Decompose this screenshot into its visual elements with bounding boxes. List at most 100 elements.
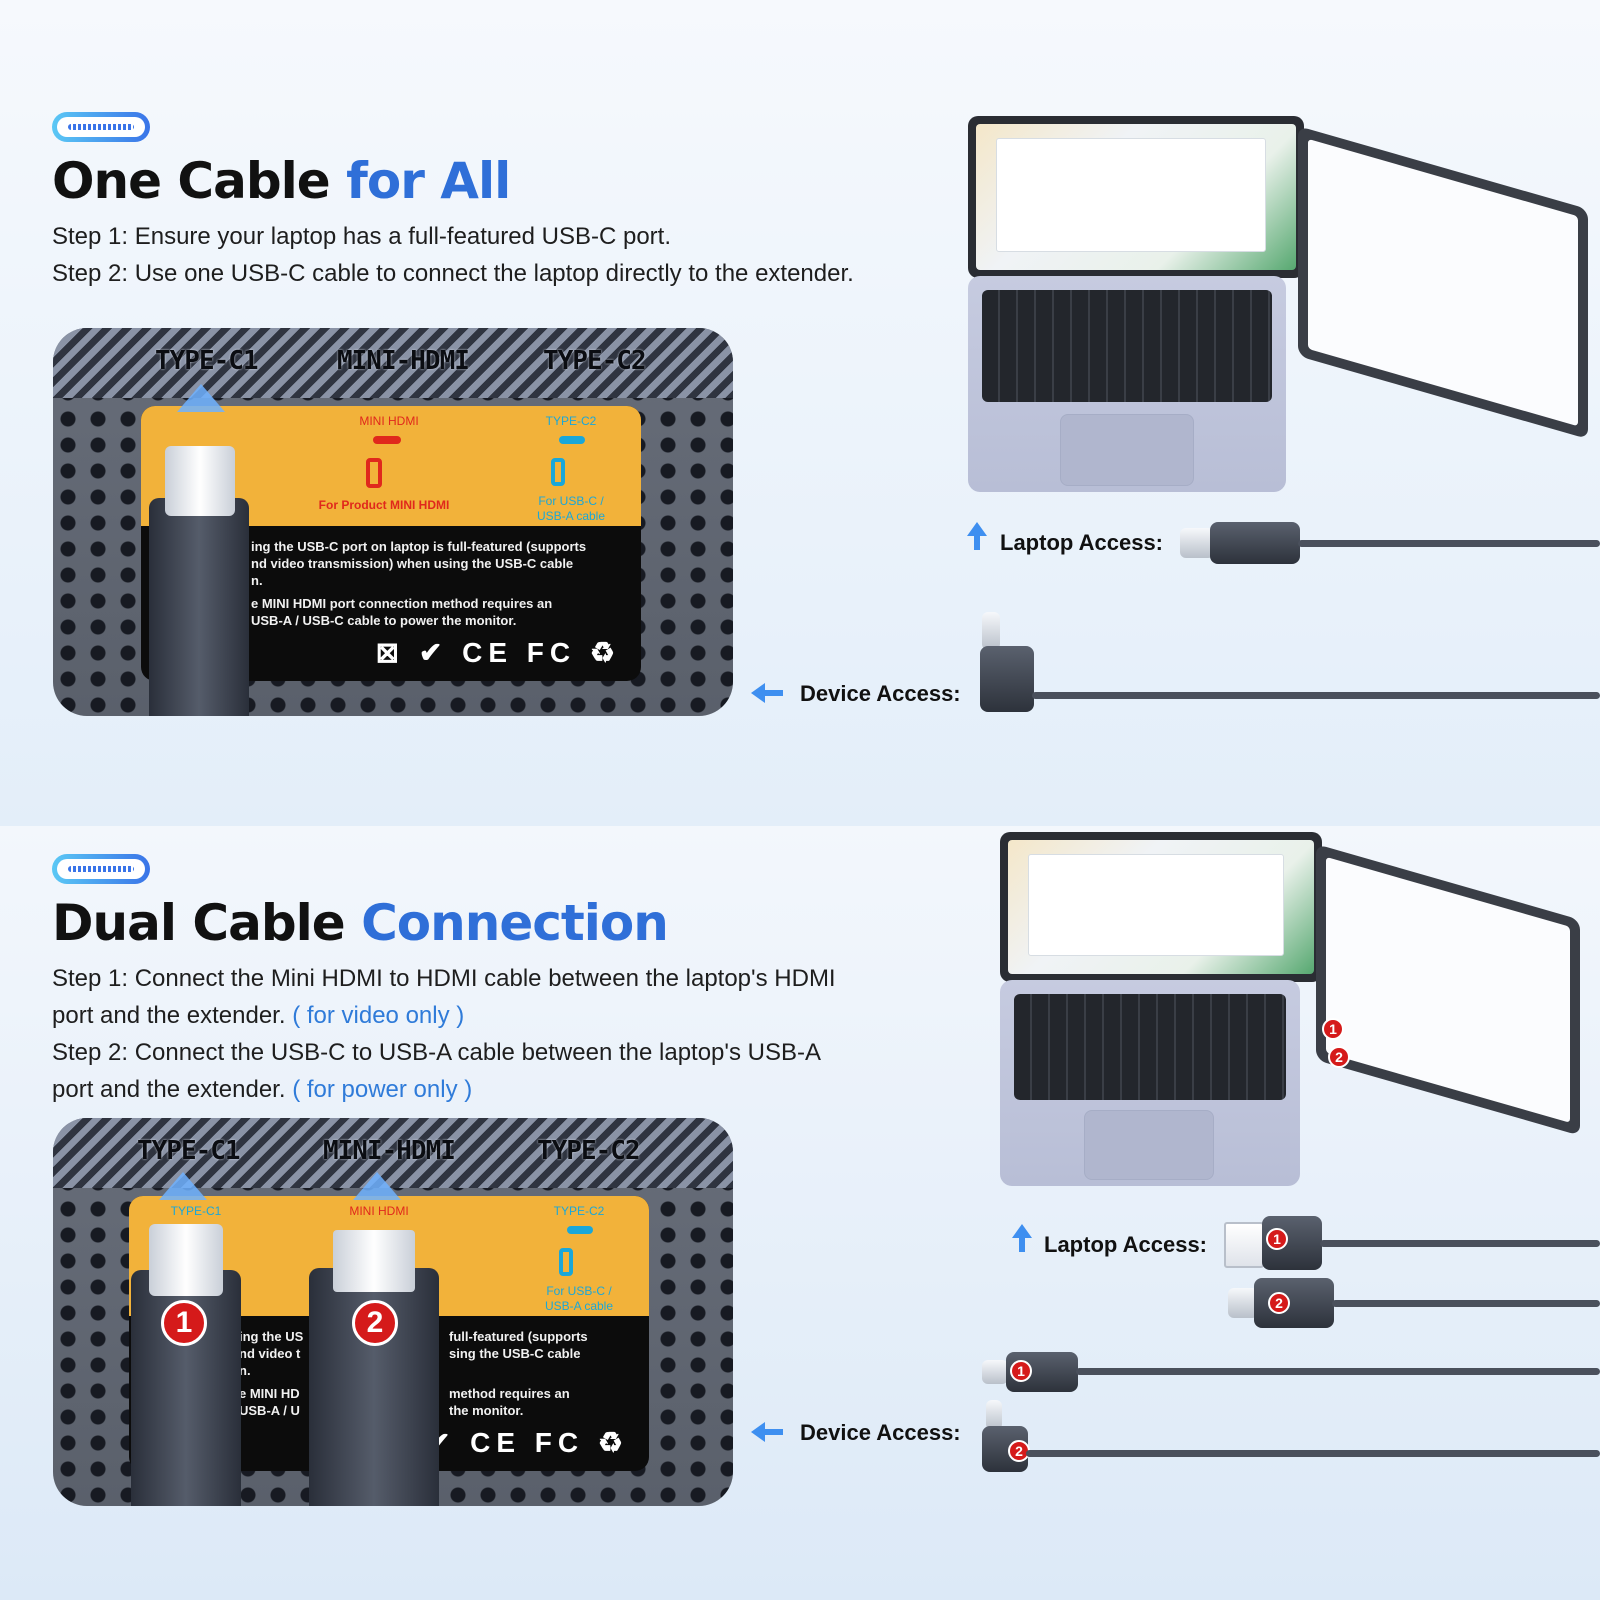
card-notes-right: full-featured (supports sing the USB-C c…: [449, 1328, 588, 1419]
card-note-line: the monitor.: [449, 1403, 524, 1418]
laptop-illustration: 1 2: [992, 830, 1600, 1210]
arrow-up-icon: [1012, 1224, 1032, 1238]
title-main: Dual Cable: [52, 894, 362, 952]
step-2-line-1: Step 2: Connect the USB-C to USB-A cable…: [52, 1039, 821, 1066]
usb-c-cable-icon: [559, 436, 585, 444]
usb-c-plug: [149, 498, 249, 716]
step-2-line-2: port and the extender.: [52, 1076, 293, 1103]
mini-hdmi-cable-icon: [373, 436, 401, 444]
badge-small-2: 2: [1328, 1046, 1350, 1068]
cable: [1298, 540, 1600, 547]
card-for-product: For Product MINI HDMI: [318, 498, 450, 512]
cable: [1320, 1240, 1600, 1247]
card-note-line: ing the US: [239, 1329, 304, 1344]
card-note-line: USB-A / U: [239, 1403, 300, 1418]
section-one-cable: One Cable for All Step 1: Ensure your la…: [0, 0, 1600, 826]
usb-c-pill-icon: [52, 854, 150, 884]
card-note-line: sing the USB-C cable: [449, 1346, 581, 1361]
usb-c-plug-tip: [149, 1224, 223, 1296]
port-closeup-panel: TYPE-C1 MINI-HDMI TYPE-C2 TYPE-C1 MINI H…: [53, 1118, 733, 1506]
card-note-line: USB-A / USB-C cable to power the monitor…: [251, 613, 517, 628]
arrow-up-icon: [353, 1172, 401, 1200]
step-1-line-2: port and the extender.: [52, 1002, 293, 1029]
port-label-type-c2: TYPE-C2: [537, 1136, 641, 1166]
app-window: [996, 138, 1266, 252]
arrow-up-icon: [967, 522, 987, 536]
card-note-line: ing the USB-C port on laptop is full-fea…: [251, 539, 587, 554]
arrow-stem: [765, 690, 783, 696]
extender-monitor: [1316, 844, 1580, 1136]
card-mini-hdmi: MINI HDMI: [349, 1204, 409, 1218]
step-1: Step 1: Connect the Mini HDMI to HDMI ca…: [52, 960, 932, 997]
usb-plug-icon: [551, 458, 565, 486]
arrow-stem: [974, 536, 980, 550]
card-note-line: e MINI HDMI port connection method requi…: [251, 596, 553, 611]
card-note-line: method requires an: [449, 1386, 570, 1401]
arrow-stem: [1019, 1238, 1025, 1252]
badge-small-1: 1: [1266, 1228, 1288, 1250]
usb-c-elbow-connector: [980, 646, 1034, 712]
card-note-line: e MINI HD: [239, 1386, 300, 1401]
cable: [1026, 1450, 1600, 1457]
card-note-line: n.: [251, 573, 263, 588]
section-title: One Cable for All: [52, 152, 511, 210]
mini-hdmi-plug-tip: [333, 1230, 415, 1292]
badge-small-2: 2: [1268, 1292, 1290, 1314]
card-type-c2: TYPE-C2: [553, 1204, 605, 1218]
port-label-type-c1: TYPE-C1: [137, 1136, 241, 1166]
step-2: Step 2: Connect the USB-C to USB-A cable…: [52, 1034, 932, 1071]
hdmi-connector-tip: [1228, 1288, 1258, 1318]
usb-c-connector-tip: [1180, 528, 1214, 558]
badge-small-1: 1: [1322, 1018, 1344, 1040]
port-label-type-c1: TYPE-C1: [155, 346, 259, 376]
arrow-stem: [765, 1429, 783, 1435]
certification-marks: ⊠ ✔ CE FC ♻: [375, 637, 621, 668]
badge-small-1: 1: [1010, 1360, 1032, 1382]
title-main: One Cable: [52, 152, 347, 210]
card-type-c1: TYPE-C1: [170, 1204, 222, 1218]
cable: [1032, 692, 1600, 699]
step-2-cont: port and the extender. ( for power only …: [52, 1071, 932, 1108]
trackpad: [1084, 1110, 1214, 1180]
cable: [1076, 1368, 1600, 1375]
step-1-line-1: Step 1: Connect the Mini HDMI to HDMI ca…: [52, 965, 836, 992]
section-dual-cable: Dual Cable Connection Step 1: Connect th…: [0, 826, 1600, 1600]
card-notes: ing the USB-C port on laptop is full-fea…: [251, 538, 586, 629]
trackpad: [1060, 414, 1194, 486]
step-2: Step 2: Use one USB-C cable to connect t…: [52, 260, 854, 287]
step-1: Step 1: Ensure your laptop has a full-fe…: [52, 223, 671, 250]
laptop-screen: [976, 124, 1296, 270]
card-type-c2: TYPE-C2: [545, 414, 597, 428]
port-closeup-panel: TYPE-C1 MINI-HDMI TYPE-C2 MINI HDMI TYPE…: [53, 328, 733, 716]
keyboard: [982, 290, 1272, 402]
usb-c-connector-tip: [982, 612, 1000, 650]
port-label-type-c2: TYPE-C2: [543, 346, 647, 376]
video-only-note: ( for video only ): [292, 1002, 465, 1029]
card-notes-left: ing the US nd video t n. e MINI HD USB-A…: [239, 1328, 303, 1419]
app-window: [1028, 854, 1284, 956]
keyboard: [1014, 994, 1286, 1100]
hdmi-plug-icon: [366, 458, 382, 488]
device-access-label: Device Access:: [800, 681, 961, 706]
power-only-note: ( for power only ): [292, 1076, 473, 1103]
title-accent: for All: [346, 152, 511, 210]
card-mini-hdmi: MINI HDMI: [359, 414, 419, 428]
laptop-illustration: [960, 114, 1600, 514]
usb-c-connector: [1210, 522, 1300, 564]
port-label-mini-hdmi: MINI-HDMI: [337, 346, 470, 376]
section-title: Dual Cable Connection: [52, 894, 669, 952]
cable: [1332, 1300, 1600, 1307]
arrow-left-icon: [751, 1422, 765, 1442]
badge-1: 1: [161, 1300, 207, 1346]
arrow-left-icon: [751, 683, 765, 703]
step-1-cont: port and the extender. ( for video only …: [52, 997, 932, 1034]
card-note-line: full-featured (supports: [449, 1329, 588, 1344]
card-note-line: nd video t: [239, 1346, 301, 1361]
title-accent: Connection: [361, 894, 669, 952]
usb-a-connector-tip: [1224, 1222, 1264, 1268]
hdmi-connector: [1254, 1278, 1334, 1328]
laptop-screen: [1008, 840, 1314, 974]
card-note-line: nd video transmission) when using the US…: [251, 556, 574, 571]
card-for-usb: For USB-C /: [538, 494, 604, 508]
usb-c-connector-tip: [986, 1400, 1002, 1430]
